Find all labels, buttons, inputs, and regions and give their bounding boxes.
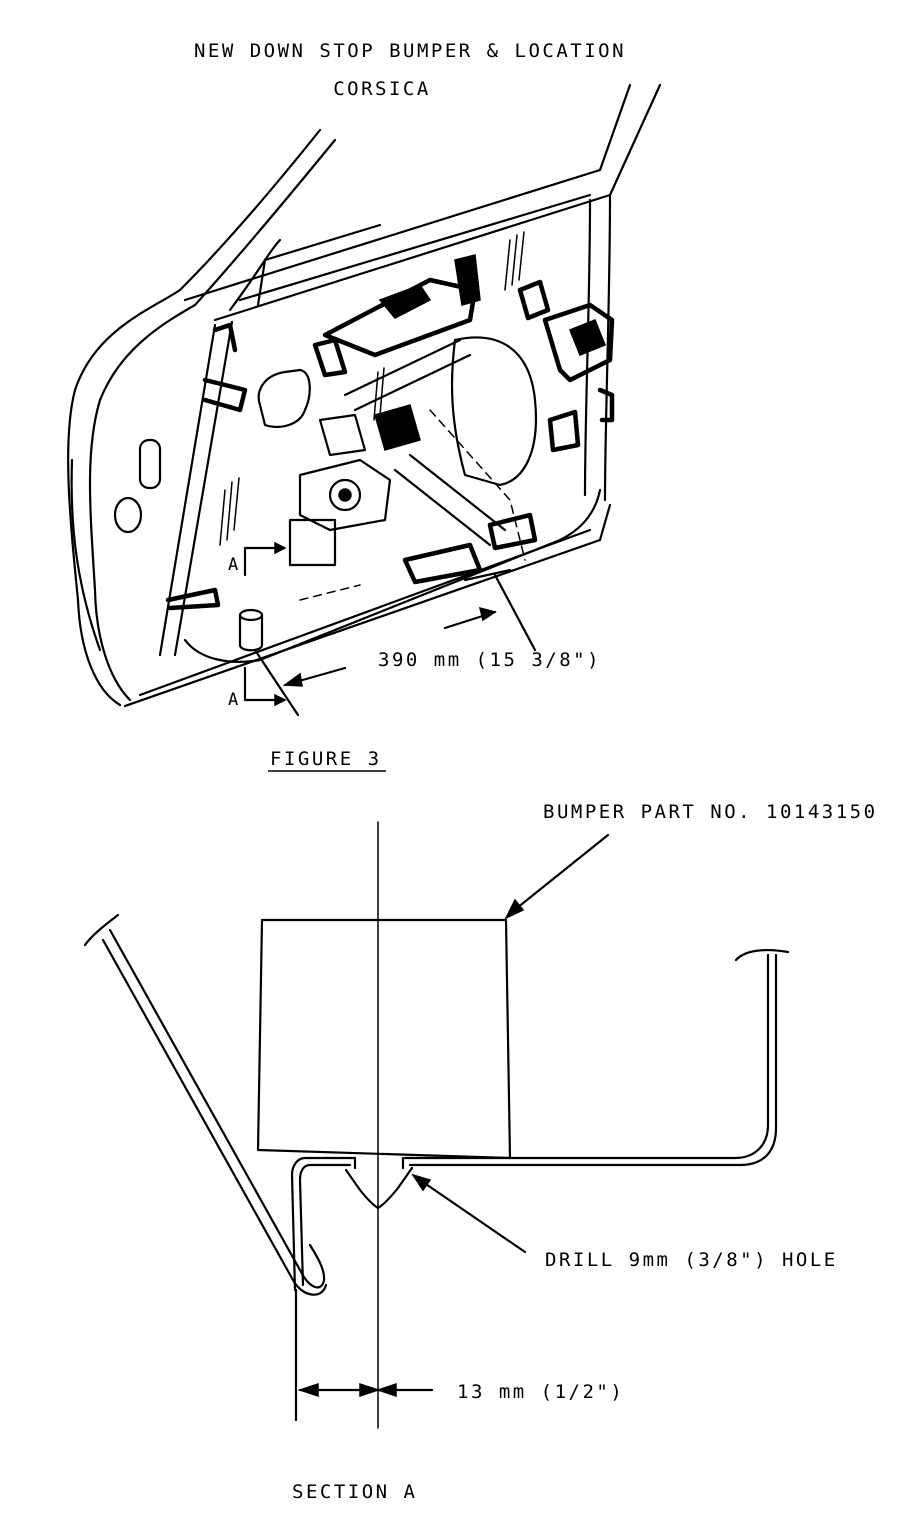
door-illustration: A A 390 mm (15 3/8") xyxy=(67,83,662,717)
window-regulator xyxy=(288,254,615,585)
offset-label: 13 mm (1/2") xyxy=(457,1381,624,1403)
door-inner-panel xyxy=(83,913,328,1422)
offset-dimension xyxy=(297,1382,434,1398)
section-caption: SECTION A xyxy=(292,1481,417,1503)
bumper-block xyxy=(256,918,512,1160)
bumper-leader xyxy=(504,833,610,920)
door-sheet-metal xyxy=(290,949,790,1292)
bumper-part-label: BUMPER PART NO. 10143150 xyxy=(543,801,878,823)
section-a-markers: A A xyxy=(228,541,287,710)
window-channel xyxy=(158,320,248,657)
section-marker-bottom: A xyxy=(228,690,238,710)
figure-caption: FIGURE 3 xyxy=(270,748,382,770)
down-stop-bumper xyxy=(238,608,300,717)
section-marker-top: A xyxy=(228,555,238,575)
diagram-subtitle: CORSICA xyxy=(333,78,431,100)
door-frame xyxy=(67,83,662,708)
diagram-title: NEW DOWN STOP BUMPER & LOCATION xyxy=(194,40,626,62)
drill-leader xyxy=(411,1173,527,1254)
drill-hole-label: DRILL 9mm (3/8") HOLE xyxy=(545,1249,838,1271)
section-a-detail: BUMPER PART NO. 10143150 DRILL 9mm (3/8"… xyxy=(83,801,878,1429)
distance-dimension: 390 mm (15 3/8") xyxy=(282,573,601,687)
distance-label: 390 mm (15 3/8") xyxy=(378,649,601,671)
